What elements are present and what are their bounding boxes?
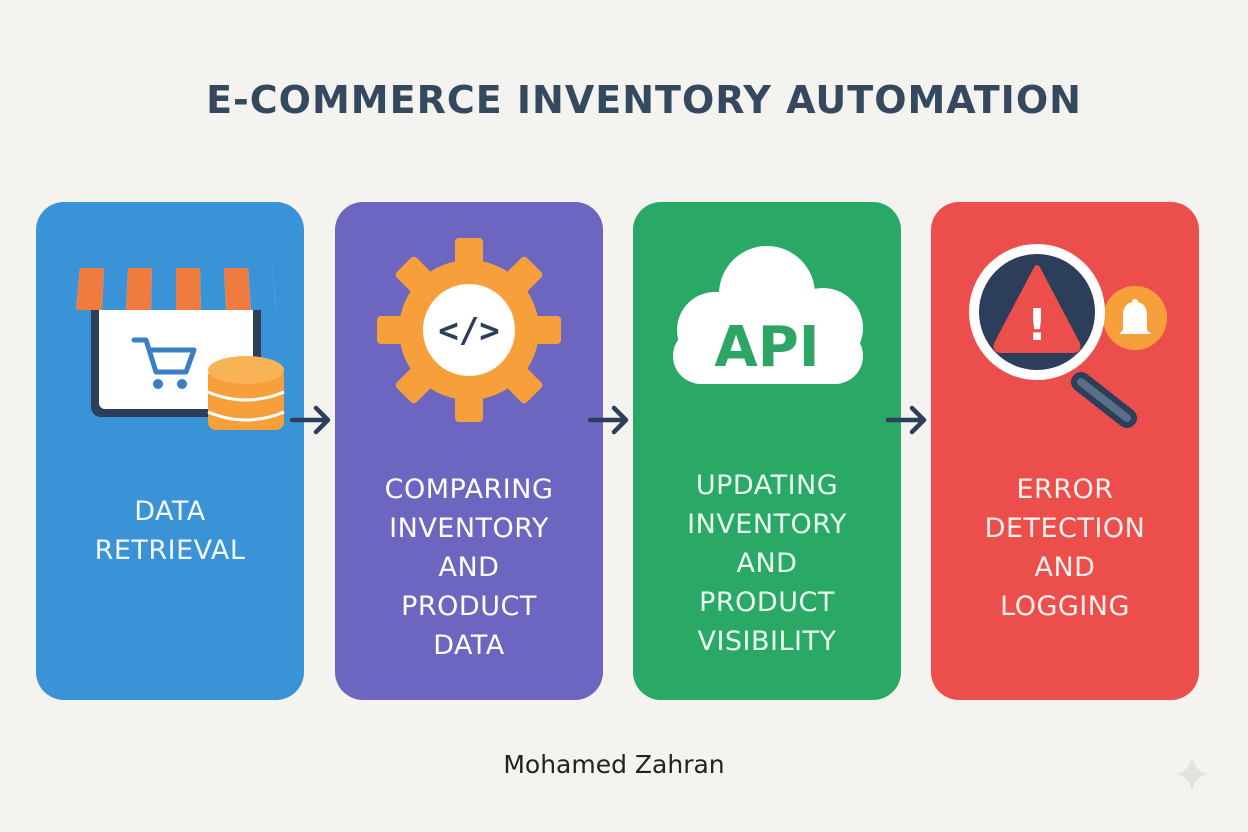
arrow-right-icon [289,405,331,435]
storefront-database-icon [36,232,304,432]
step-label: COMPARING INVENTORY AND PRODUCT DATA [384,474,554,661]
warning-symbol: ! [1027,300,1047,351]
step-label: UPDATING INVENTORY AND PRODUCT VISIBILIT… [687,470,847,657]
gear-code-icon: </> [335,232,603,432]
api-text: API [714,315,819,380]
arrow-right-icon [885,405,927,435]
page-title: E-COMMERCE INVENTORY AUTOMATION [206,78,1082,122]
step-card-error-detection: ! ERROR DETECTION AND LOGGING [931,202,1199,700]
step-label: ERROR DETECTION AND LOGGING [984,474,1146,622]
sparkle-icon [1174,756,1210,792]
author-credit: Mohamed Zahran [503,750,725,779]
step-label: DATA RETRIEVAL [94,496,246,566]
arrow-right-icon [587,405,629,435]
magnifier-warning-bell-icon: ! [931,232,1199,432]
step-card-data-retrieval: DATA RETRIEVAL [36,202,304,700]
step-card-comparing: </> COMPARING INVENTORY AND PRODUCT DATA [335,202,603,700]
cloud-api-icon: API [633,232,901,432]
code-symbol: </> [438,311,499,351]
step-card-updating: API UPDATING INVENTORY AND PRODUCT VISIB… [633,202,901,700]
